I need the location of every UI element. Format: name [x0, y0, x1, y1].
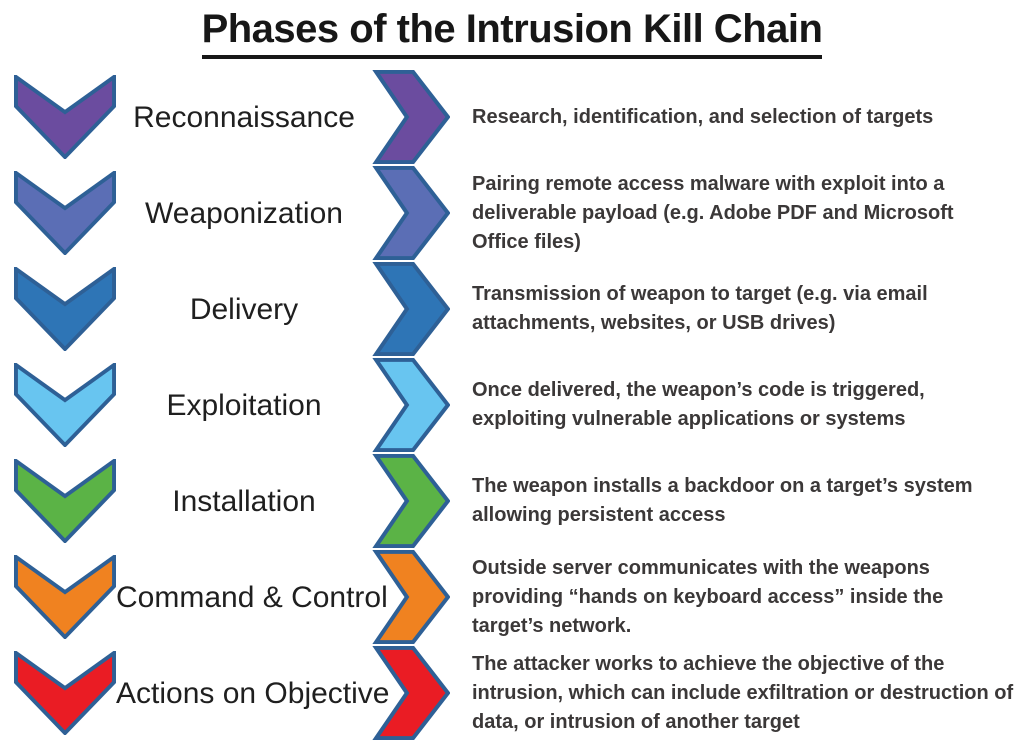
phase-row-exploitation: Exploitation Once delivered, the weapon’…	[10, 357, 1016, 453]
phase-description: Transmission of weapon to target (e.g. v…	[472, 283, 928, 334]
phase-row-actions-on-objective: Actions on Objective The attacker works …	[10, 645, 1016, 741]
chevron-right-icon	[372, 358, 450, 452]
page-title: Phases of the Intrusion Kill Chain	[201, 6, 823, 59]
phase-description: Pairing remote access malware with explo…	[472, 172, 954, 253]
chevron-right-shape	[372, 358, 450, 452]
chevron-down-shape	[14, 363, 116, 447]
chevron-right-shape	[372, 262, 450, 356]
phase-row-weaponization: Weaponization Pairing remote access malw…	[10, 165, 1016, 261]
phase-row-command-and-control: Command & Control Outside server communi…	[10, 549, 1016, 645]
chevron-right-icon	[372, 70, 450, 164]
chevron-down-shape	[14, 171, 116, 255]
phase-description: Once delivered, the weapon’s code is tri…	[472, 379, 925, 430]
title-area: Phases of the Intrusion Kill Chain	[0, 0, 1024, 67]
phase-description: The weapon installs a backdoor on a targ…	[472, 475, 973, 526]
chevron-right-shape	[372, 70, 450, 164]
chevron-right-icon	[372, 262, 450, 356]
chevron-down-icon	[14, 267, 116, 351]
phase-row-installation: Installation The weapon installs a backd…	[10, 453, 1016, 549]
chevron-down-icon	[14, 555, 116, 639]
phase-row-delivery: Delivery Transmission of weapon to targe…	[10, 261, 1016, 357]
phase-row-reconnaissance: Reconnaissance Research, identification,…	[10, 69, 1016, 165]
phase-rows: Reconnaissance Research, identification,…	[0, 67, 1024, 745]
chevron-down-shape	[14, 75, 116, 159]
chevron-right-icon	[372, 166, 450, 260]
chevron-down-shape	[14, 651, 116, 735]
phase-name: Actions on Objective	[116, 676, 390, 710]
phase-name: Weaponization	[145, 196, 343, 230]
chevron-right-icon	[372, 646, 450, 740]
phase-description: Outside server communicates with the wea…	[472, 556, 944, 637]
chevron-down-icon	[14, 171, 116, 255]
chevron-down-icon	[14, 651, 116, 735]
phase-name: Command & Control	[116, 580, 388, 614]
chevron-right-shape	[372, 550, 450, 644]
chevron-right-shape	[372, 454, 450, 548]
chevron-down-icon	[14, 363, 116, 447]
phase-name: Exploitation	[166, 388, 322, 422]
chevron-down-shape	[14, 459, 116, 543]
phase-description: Research, identification, and selection …	[472, 105, 934, 128]
phase-name: Installation	[172, 484, 316, 518]
phase-description: The attacker works to achieve the object…	[472, 652, 1014, 733]
chevron-right-shape	[372, 166, 450, 260]
chevron-right-icon	[372, 550, 450, 644]
chevron-down-icon	[14, 75, 116, 159]
phase-name: Delivery	[189, 292, 299, 326]
phase-name: Reconnaissance	[133, 100, 355, 134]
chevron-right-icon	[372, 454, 450, 548]
chevron-down-icon	[14, 459, 116, 543]
chevron-right-shape	[372, 646, 450, 740]
chevron-down-shape	[14, 555, 116, 639]
chevron-down-shape	[14, 267, 116, 351]
